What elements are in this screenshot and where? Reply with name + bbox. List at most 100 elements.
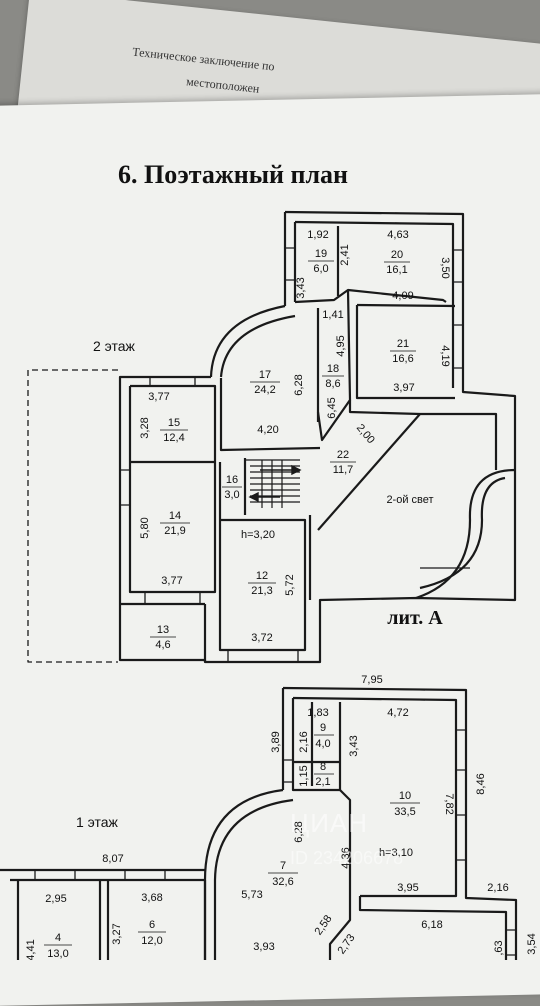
- svg-text:24,2: 24,2: [254, 384, 275, 396]
- f2-room-13: 134,6: [150, 624, 176, 651]
- f2-dim-2-00: 2,00: [354, 422, 377, 446]
- f1-room-7: 732,6: [268, 860, 298, 888]
- svg-text:16,1: 16,1: [386, 264, 407, 276]
- svg-text:18: 18: [327, 363, 339, 375]
- svg-text:21,3: 21,3: [251, 585, 272, 597]
- floor1-label: 1 этаж: [76, 814, 119, 830]
- f1-dim-63: ,63: [493, 940, 505, 955]
- f2-dim-2-41: 2,41: [339, 244, 351, 265]
- svg-text:15: 15: [168, 417, 180, 429]
- f1-dim-2-16b: 2,16: [487, 882, 508, 894]
- f2-dim-3-77-bottom: 3,77: [161, 575, 182, 587]
- svg-text:10: 10: [399, 790, 411, 802]
- svg-text:16,6: 16,6: [392, 353, 413, 365]
- f1-room-10: 10 33,5: [390, 790, 420, 818]
- f1-dim-2-95: 2,95: [45, 893, 66, 905]
- f2-room-19: 196,0: [308, 248, 334, 275]
- f2-dim-4-63: 4,63: [387, 229, 408, 241]
- page-title: 6. Поэтажный план: [118, 160, 349, 189]
- f1-dim-6-18: 6,18: [421, 919, 442, 931]
- svg-text:12: 12: [256, 570, 268, 582]
- lit-a-label: лит. А: [387, 607, 443, 629]
- f2-room-12: 12 21,3: [248, 570, 276, 597]
- svg-text:9: 9: [320, 722, 326, 734]
- f2-room-21: 21 16,6: [390, 338, 416, 365]
- f1-height: h=3,10: [379, 847, 413, 859]
- f1-dim-2-16: 2,16: [298, 731, 310, 752]
- f2-dim-5-72: 5,72: [284, 574, 296, 595]
- svg-text:7: 7: [280, 860, 286, 872]
- f2-room-14: 14 21,9: [160, 510, 190, 537]
- f2-dim-3-72: 3,72: [251, 632, 272, 644]
- f1-dim-6-28: 6,28: [293, 821, 305, 842]
- f1-dim-2-73: 2,73: [335, 932, 357, 956]
- f2-dim-3-97: 3,97: [393, 382, 414, 394]
- f1-dim-3-95: 3,95: [397, 882, 418, 894]
- f1-dim-8-07: 8,07: [102, 853, 123, 865]
- f1-dim-4-41: 4,41: [25, 939, 37, 960]
- f1-room-9: 94,0: [314, 722, 334, 750]
- svg-text:14: 14: [169, 510, 181, 522]
- f2-dim-4-20: 4,20: [257, 424, 278, 436]
- svg-text:8,6: 8,6: [325, 378, 340, 390]
- svg-text:22: 22: [337, 449, 349, 461]
- watermark-logo: ЦИАН: [290, 808, 369, 838]
- f1-dim-3-27: 3,27: [111, 923, 123, 944]
- svg-text:8: 8: [320, 761, 326, 773]
- f1-dim-1-15: 1,15: [298, 765, 310, 786]
- svg-text:13,0: 13,0: [47, 948, 68, 960]
- svg-text:33,5: 33,5: [394, 806, 415, 818]
- floor2-label: 2 этаж: [93, 338, 136, 354]
- svg-text:32,6: 32,6: [272, 876, 293, 888]
- svg-text:4,0: 4,0: [315, 738, 330, 750]
- f1-dim-5-73: 5,73: [241, 889, 262, 901]
- f1-dim-3-89: 3,89: [270, 731, 282, 752]
- f2-dim-1-41: 1,41: [322, 309, 343, 321]
- svg-text:13: 13: [157, 624, 169, 636]
- f2-room-18: 188,6: [322, 363, 344, 390]
- f2-dim-4-95: 4,95: [335, 335, 347, 356]
- f1-room-6: 612,0: [138, 919, 166, 947]
- f1-dim-1-83: 1,83: [307, 707, 328, 719]
- f2-room-20: 20 16,1: [384, 249, 410, 276]
- f2-dim-3-50: 3,50: [439, 257, 451, 278]
- svg-text:2,1: 2,1: [315, 776, 330, 788]
- svg-text:6: 6: [149, 919, 155, 931]
- f1-dim-2-58: 2,58: [312, 913, 334, 937]
- f2-dim-3-28: 3,28: [139, 417, 151, 438]
- svg-text:17: 17: [259, 369, 271, 381]
- svg-text:20: 20: [391, 249, 403, 261]
- f2-room-16: 163,0: [222, 474, 242, 501]
- f2-height: h=3,20: [241, 529, 275, 541]
- f2-dim-4-19: 4,19: [439, 345, 451, 366]
- floor2-windows: [119, 212, 470, 662]
- f2-dim-6-45: 6,45: [326, 397, 338, 418]
- f1-dim-7-82: 7,82: [443, 793, 455, 814]
- f1-dim-3-54: 3,54: [526, 933, 538, 954]
- svg-text:16: 16: [226, 474, 238, 486]
- f2-dim-3-77-top: 3,77: [148, 391, 169, 403]
- second-light-label: 2-ой свет: [386, 494, 433, 506]
- f2-dim-6-28: 6,28: [293, 374, 305, 395]
- f1-dim-3-43: 3,43: [348, 735, 360, 756]
- f2-room-15: 15 12,4: [160, 417, 188, 444]
- f2-dim-4-09: 4,09: [392, 290, 413, 302]
- f1-room-8: 82,1: [314, 761, 334, 788]
- f1-dim-4-36: 4,36: [340, 847, 352, 868]
- floor2-balcony-dashed: [27, 369, 118, 663]
- watermark-id: ID 234206678: [290, 848, 404, 868]
- svg-text:21,9: 21,9: [164, 525, 185, 537]
- svg-text:6,0: 6,0: [313, 263, 328, 275]
- svg-text:3,0: 3,0: [224, 489, 239, 501]
- f2-dim-1-92: 1,92: [307, 229, 328, 241]
- svg-text:4: 4: [55, 932, 61, 944]
- svg-text:12,4: 12,4: [163, 432, 184, 444]
- svg-text:11,7: 11,7: [333, 464, 354, 476]
- floor1-windows: [34, 688, 517, 956]
- floor-plan-drawing: 2 этаж 1,92 4,63 2,41 3,50 3,43 4,09 1,4…: [0, 210, 538, 960]
- f1-dim-3-93: 3,93: [253, 941, 274, 953]
- f1-room-4: 413,0: [44, 932, 72, 960]
- f1-dim-8-46: 8,46: [475, 773, 487, 794]
- f2-dim-3-43: 3,43: [295, 277, 307, 298]
- svg-text:21: 21: [397, 338, 409, 350]
